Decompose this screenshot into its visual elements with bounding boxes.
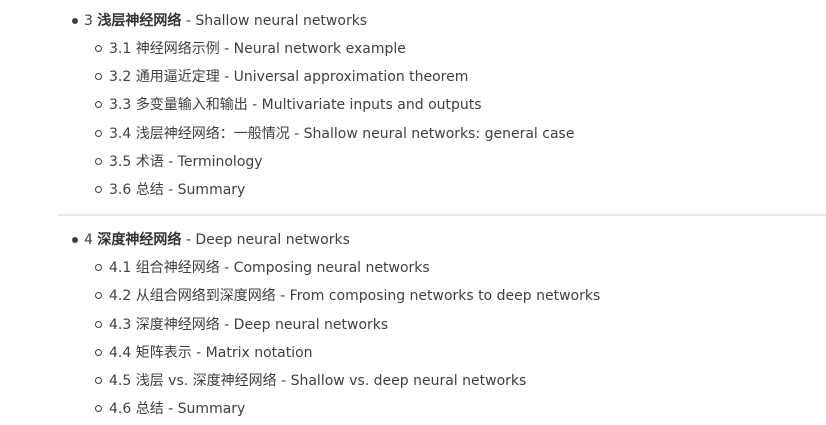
bullet-circle-icon	[95, 321, 102, 328]
bullet-circle-icon	[95, 45, 102, 52]
section-link[interactable]: 4.2 从组合网络到深度网络 - From composing networks…	[109, 288, 601, 304]
section-link[interactable]: 4.1 组合神经网络 - Composing neural networks	[109, 260, 430, 276]
chapter-number: 3	[84, 13, 93, 29]
chapter-number: 4	[84, 232, 93, 248]
bullet-circle-icon	[95, 264, 102, 271]
bullet-circle-icon	[95, 158, 102, 165]
section-link[interactable]: 3.3 多变量输入和输出 - Multivariate inputs and o…	[109, 97, 482, 113]
section-link[interactable]: 3.5 术语 - Terminology	[109, 154, 263, 170]
bullet-circle-icon	[95, 130, 102, 137]
chapter-3-heading: 3 浅层神经网络 - Shallow neural networks	[84, 11, 367, 31]
section-link[interactable]: 4.6 总结 - Summary	[109, 401, 246, 417]
chapter-title-link[interactable]: 浅层神经网络	[97, 13, 182, 29]
section-link[interactable]: 4.5 浅层 vs. 深度神经网络 - Shallow vs. deep neu…	[109, 373, 527, 389]
bullet-disc-icon	[72, 18, 78, 24]
section-link[interactable]: 3.6 总结 - Summary	[109, 182, 246, 198]
section-link[interactable]: 4.3 深度神经网络 - Deep neural networks	[109, 317, 389, 333]
chapter-english-title: - Shallow neural networks	[185, 13, 368, 29]
bullet-circle-icon	[95, 186, 102, 193]
section-link[interactable]: 3.2 通用逼近定理 - Universal approximation the…	[109, 69, 469, 85]
section-link[interactable]: 3.1 神经网络示例 - Neural network example	[109, 41, 406, 57]
bullet-circle-icon	[95, 73, 102, 80]
section-divider	[58, 214, 826, 216]
chapter-title-link[interactable]: 深度神经网络	[97, 232, 182, 248]
bullet-disc-icon	[72, 237, 78, 243]
bullet-circle-icon	[95, 405, 102, 412]
chapter-4-heading: 4 深度神经网络 - Deep neural networks	[84, 230, 350, 250]
bullet-circle-icon	[95, 101, 102, 108]
bullet-circle-icon	[95, 377, 102, 384]
bullet-circle-icon	[95, 292, 102, 299]
chapter-english-title: - Deep neural networks	[185, 232, 350, 248]
section-link[interactable]: 3.4 浅层神经网络：一般情况 - Shallow neural network…	[109, 126, 575, 142]
section-link[interactable]: 4.4 矩阵表示 - Matrix notation	[109, 345, 313, 361]
bullet-circle-icon	[95, 349, 102, 356]
